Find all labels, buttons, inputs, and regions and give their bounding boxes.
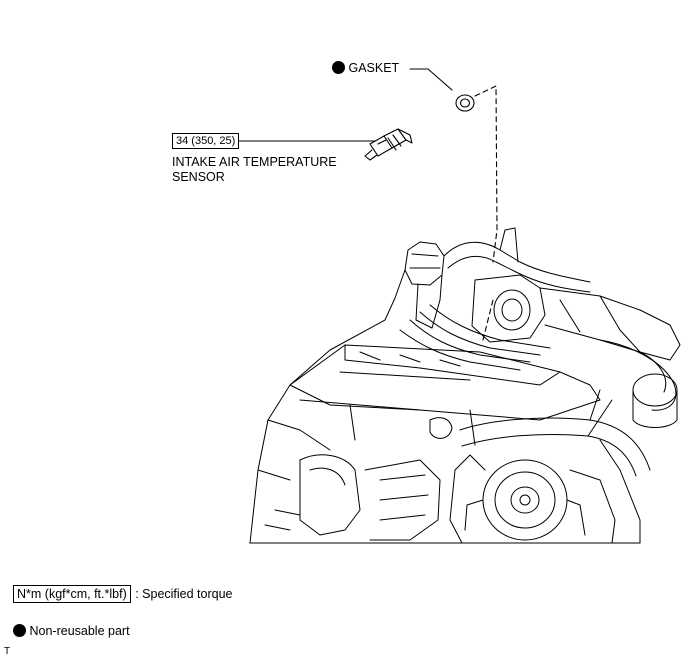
legend-torque-desc: : Specified torque	[135, 587, 233, 601]
legend-nonreusable: Non-reusable part	[13, 624, 130, 639]
sensor-label-line1: INTAKE AIR TEMPERATURE	[172, 155, 337, 169]
legend-torque: N*m (kgf*cm, ft.*lbf) : Specified torque	[13, 585, 233, 603]
gasket-label: GASKET	[348, 61, 400, 75]
install-path-line	[474, 85, 498, 263]
non-reusable-dot-icon	[13, 624, 26, 637]
sensor-label-line2: SENSOR	[172, 170, 225, 184]
gasket-callout: GASKET	[332, 61, 399, 76]
gasket-part	[455, 94, 475, 112]
gasket-leader-line	[409, 68, 453, 91]
engine-assembly	[249, 227, 681, 544]
sensor-torque-spec: 34 (350, 25)	[172, 133, 240, 149]
legend-torque-unit-box: N*m (kgf*cm, ft.*lbf)	[13, 585, 131, 603]
intake-air-temperature-sensor-part	[364, 128, 413, 161]
non-reusable-dot-icon	[332, 61, 345, 74]
footer-mark: T	[4, 646, 11, 657]
legend-nonreusable-desc: Non-reusable part	[29, 624, 130, 638]
